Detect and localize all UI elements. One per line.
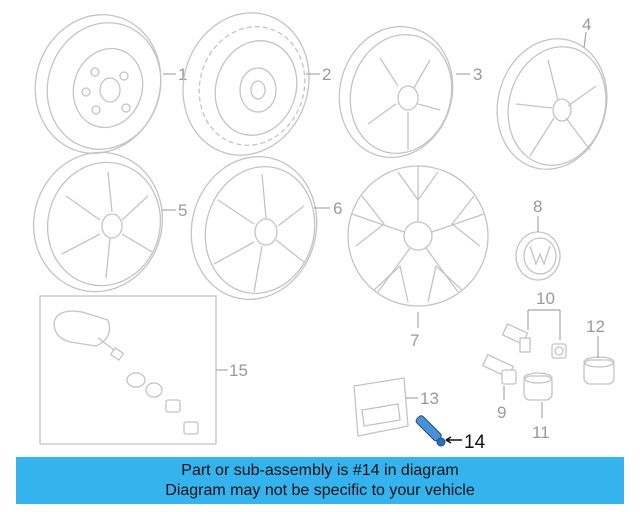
callout-4[interactable]: 4 — [582, 15, 591, 34]
alloy-wheel-3[interactable] — [325, 14, 467, 170]
banner-line-2: Diagram may not be specific to your vehi… — [165, 482, 475, 499]
callout-3[interactable]: 3 — [473, 65, 482, 84]
center-cap[interactable] — [515, 231, 561, 281]
steel-wheel[interactable] — [17, 0, 178, 170]
alloy-wheel-4[interactable] — [483, 26, 621, 181]
tpms-sensor-kit[interactable] — [39, 295, 217, 445]
leader-14 — [445, 436, 462, 444]
callout-1[interactable]: 1 — [178, 65, 187, 84]
valve-stem[interactable] — [415, 415, 446, 447]
callout-12[interactable]: 12 — [586, 317, 605, 336]
alloy-wheel-5[interactable] — [18, 138, 178, 306]
callout-9[interactable]: 9 — [497, 403, 506, 422]
callout-7[interactable]: 7 — [410, 331, 419, 350]
callout-14[interactable]: 14 — [464, 432, 486, 453]
lock-nut[interactable] — [583, 356, 615, 385]
wheel-bolts[interactable] — [501, 323, 567, 359]
callout-8[interactable]: 8 — [533, 197, 542, 216]
callout-6[interactable]: 6 — [333, 199, 342, 218]
nut[interactable] — [523, 372, 553, 401]
callout-2[interactable]: 2 — [322, 65, 331, 84]
alloy-wheel-7[interactable] — [347, 165, 489, 307]
parts-diagram: 1 2 3 4 5 6 — [17, 0, 621, 453]
alloy-wheel-6[interactable] — [175, 142, 332, 313]
callout-15[interactable]: 15 — [229, 361, 248, 380]
callout-11[interactable]: 11 — [532, 423, 550, 442]
instruction-sheet[interactable] — [353, 377, 409, 437]
info-banner: Part or sub-assembly is #14 in diagram D… — [16, 457, 624, 504]
leader-4 — [583, 31, 587, 49]
bolt[interactable] — [481, 353, 517, 385]
callout-5[interactable]: 5 — [178, 201, 187, 220]
banner-line-1: Part or sub-assembly is #14 in diagram — [181, 462, 459, 479]
spare-tire[interactable] — [165, 0, 327, 172]
callout-10[interactable]: 10 — [536, 289, 555, 308]
leader-10 — [527, 309, 561, 340]
callout-13[interactable]: 13 — [420, 389, 439, 408]
